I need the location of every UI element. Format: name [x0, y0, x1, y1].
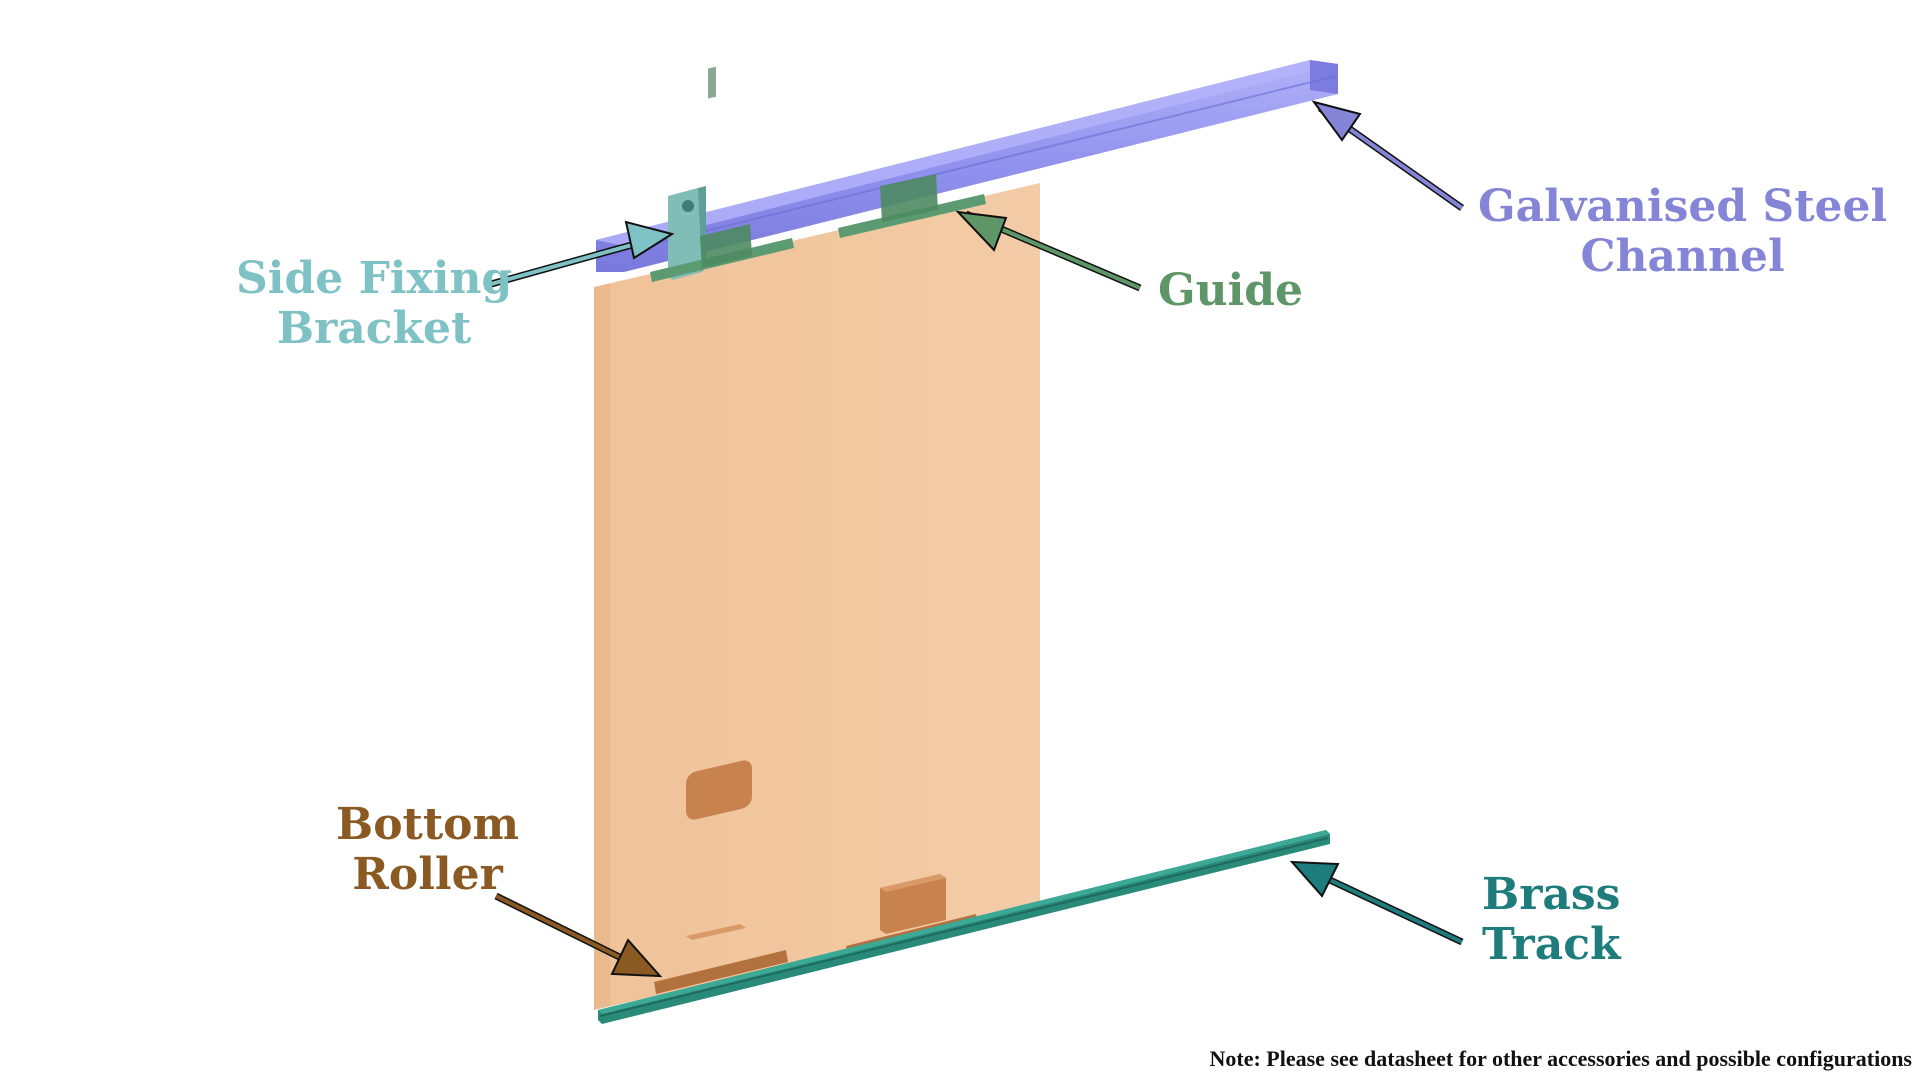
- door-panel: [594, 183, 1040, 1010]
- label-roller-line2: Roller: [352, 849, 503, 900]
- label-guide: Guide: [1158, 266, 1303, 316]
- label-guide-line1: Guide: [1158, 265, 1304, 316]
- label-brass-line1: Brass: [1482, 869, 1621, 920]
- label-bracket-line2: Bracket: [276, 303, 472, 354]
- arrow-bottom-roller: [494, 892, 663, 978]
- arrow-galvanised-channel: [1311, 100, 1465, 211]
- label-brass-line2: Track: [1482, 919, 1621, 970]
- guide-right: [838, 174, 986, 238]
- brass-track: [598, 830, 1330, 1024]
- footnote: Note: Please see datasheet for other acc…: [1209, 1046, 1913, 1071]
- bottom-roller-left: [654, 760, 788, 994]
- arrow-brass-track: [1289, 860, 1464, 946]
- galvanised-steel-channel: [595, 60, 1338, 272]
- label-brass-track: Brass Track: [1482, 870, 1621, 970]
- label-galvanised-steel-channel: Galvanised Steel Channel: [1478, 182, 1887, 282]
- arrow-side-fixing-bracket: [483, 220, 675, 290]
- guide-left: [650, 66, 794, 282]
- label-galvanised-line2: Channel: [1580, 231, 1785, 282]
- label-roller-line1: Bottom: [336, 799, 520, 850]
- label-bottom-roller: Bottom Roller: [336, 800, 519, 900]
- arrow-guide: [955, 210, 1142, 292]
- label-galvanised-line1: Galvanised Steel: [1478, 181, 1888, 232]
- label-bracket-line1: Side Fixing: [236, 253, 513, 304]
- label-side-fixing-bracket: Side Fixing Bracket: [236, 254, 512, 354]
